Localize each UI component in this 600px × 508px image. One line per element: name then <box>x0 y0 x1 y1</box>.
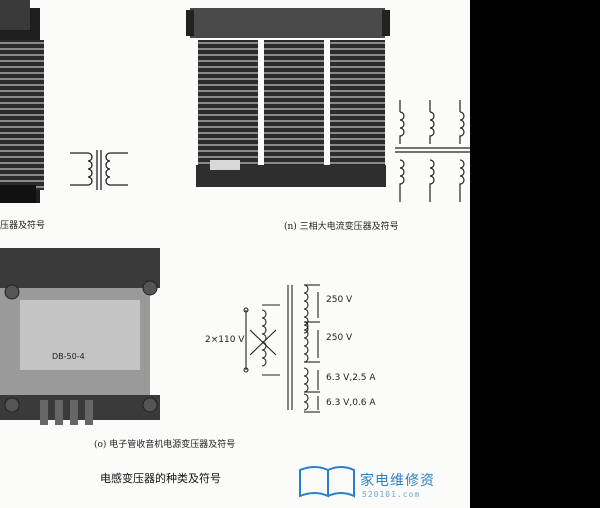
document-page: 压器及符号 (n) 三相大电流变压器及符号 (o) 电子管收音机电源变压器及符号… <box>0 0 470 499</box>
label-heater-2-5a: 6.3 V,2.5 A <box>326 373 376 383</box>
figure-artwork <box>0 0 470 498</box>
left-transformer-symbol <box>70 150 128 190</box>
watermark-book-icon <box>299 466 355 498</box>
label-secondary-250v-a: 250 V <box>326 295 353 305</box>
label-secondary-250v-b: 250 V <box>326 333 353 343</box>
watermark-url: 520101.com <box>362 490 421 499</box>
caption-power-transformer: (o) 电子管收音机电源变压器及符号 <box>94 440 236 450</box>
left-transformer-photo <box>0 0 44 203</box>
watermark-name: 家电维修资 <box>360 473 435 489</box>
three-phase-transformer-photo <box>186 8 390 187</box>
label-heater-0-6a: 6.3 V,0.6 A <box>326 398 376 408</box>
power-transformer-schematic <box>243 284 320 413</box>
caption-three-phase: (n) 三相大电流变压器及符号 <box>284 222 399 232</box>
three-phase-symbol <box>395 100 470 202</box>
label-primary-voltage: 2×110 V <box>205 335 245 345</box>
caption-left-transformer: 压器及符号 <box>0 221 46 231</box>
power-transformer-photo <box>0 248 160 425</box>
nameplate-model: DB-50-4 <box>52 352 85 361</box>
black-border <box>470 0 600 508</box>
figure-title: 电感变压器的种类及符号 <box>100 472 221 485</box>
